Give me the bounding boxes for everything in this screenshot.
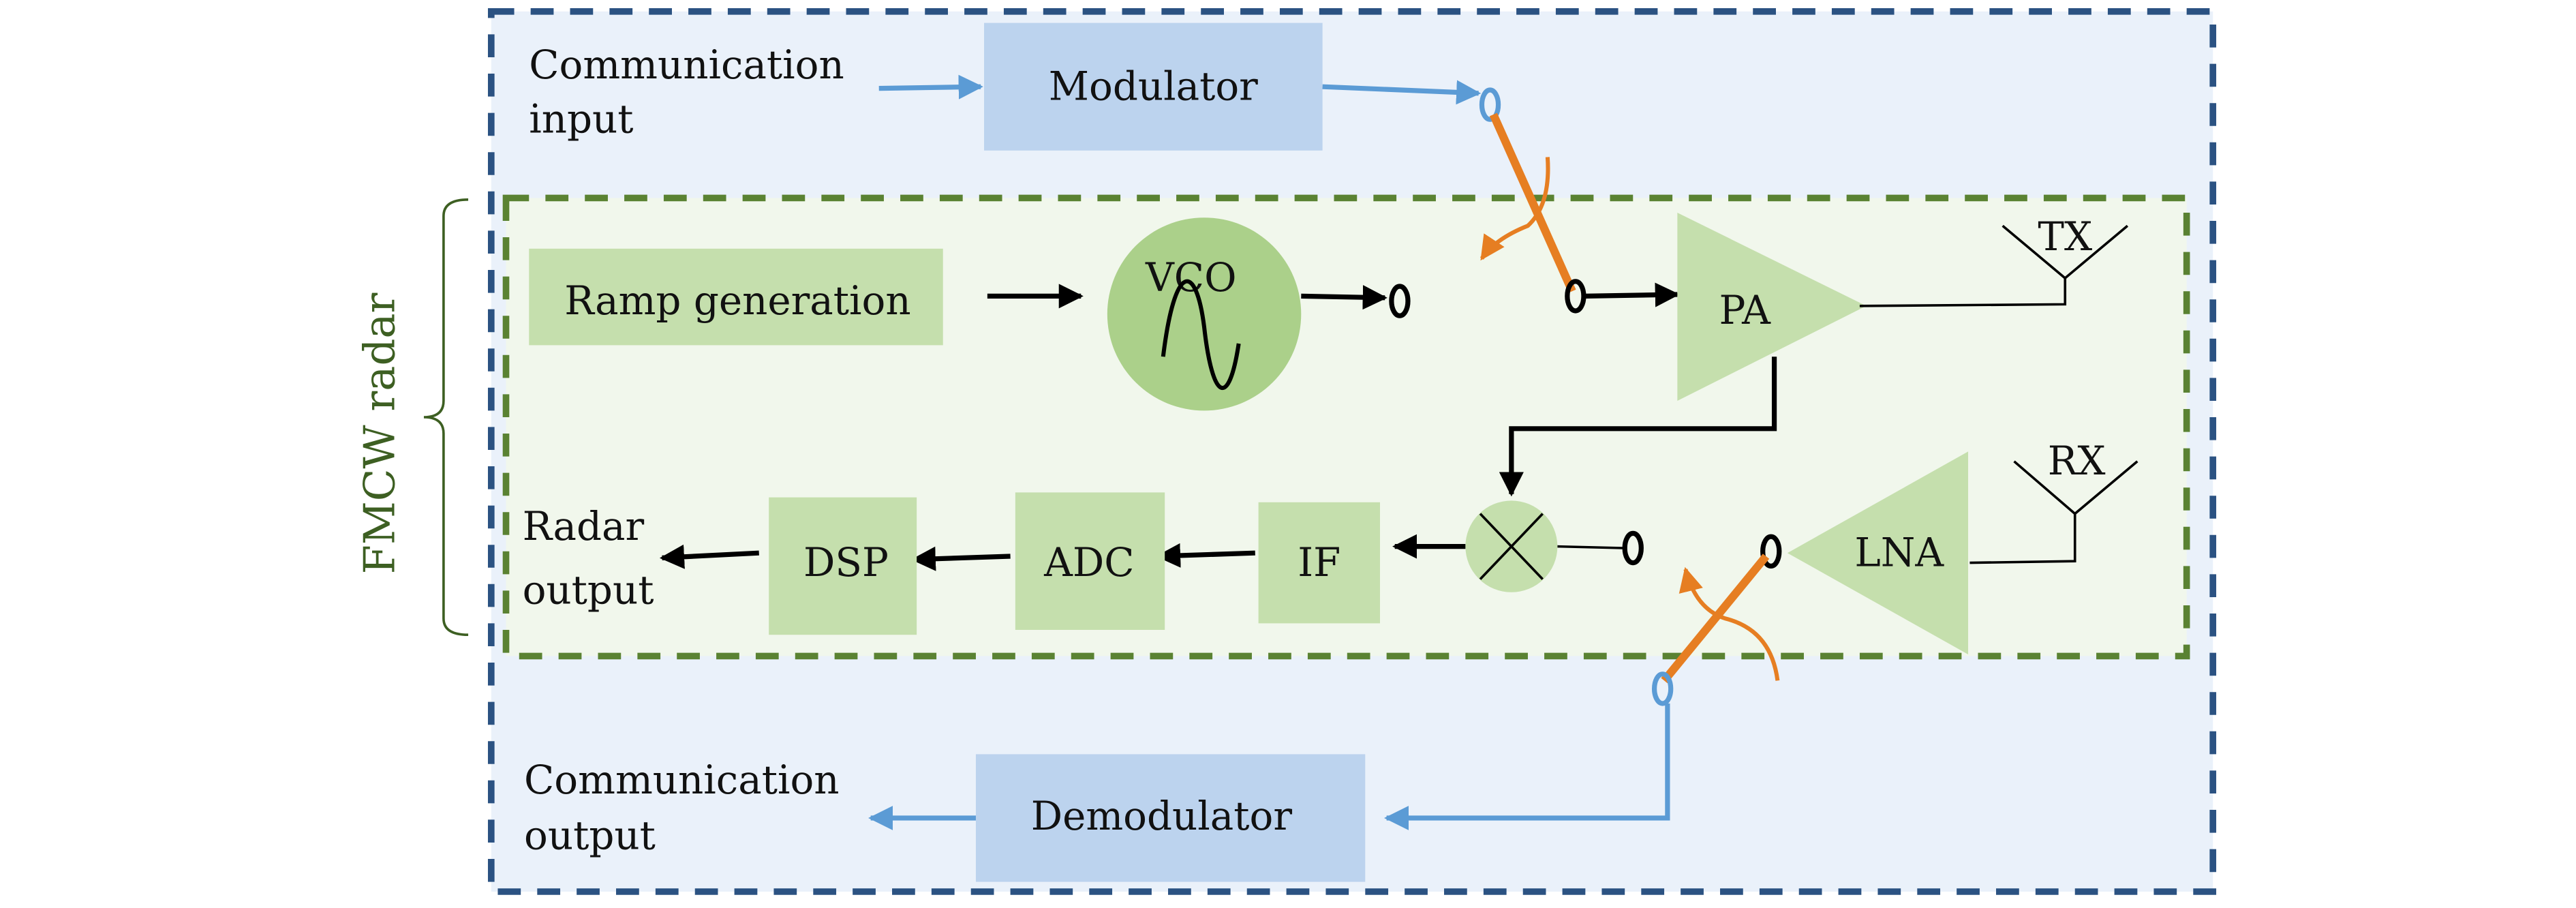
pa-input-arrow: [1585, 282, 1680, 307]
comm-output-label-2: output: [524, 813, 656, 859]
dsp-block: [769, 497, 917, 635]
rx-label: RX: [2048, 438, 2106, 484]
side-label: FMCW radar: [354, 293, 404, 575]
modulator-out-arrow: [1322, 80, 1482, 105]
tx-switch-direction-arrow: [1479, 157, 1550, 261]
pa-label: PA: [1719, 287, 1771, 333]
comm-output-label: Communication: [524, 757, 840, 803]
rx-switch-comm-contact: [1651, 671, 1674, 706]
vco-label: VCO: [1145, 254, 1236, 301]
modulator-block: [984, 22, 1323, 151]
comm-input-label: Communication: [529, 42, 844, 88]
tx-antenna-icon: [2002, 224, 2129, 280]
vco-switch-contact: [1389, 284, 1411, 318]
comm-input-label-2: input: [529, 96, 633, 142]
dsp-label: DSP: [803, 539, 889, 586]
if-label: IF: [1298, 539, 1340, 586]
radar-brace: [423, 198, 469, 636]
pa-block: [1677, 213, 1867, 401]
pa-input-contact: [1565, 279, 1586, 314]
lna-block: [1787, 451, 1969, 654]
tx-label: TX: [2038, 213, 2092, 260]
pa-to-mixer-line: [1499, 357, 1777, 497]
rx-switch-arm[interactable]: [1661, 554, 1770, 684]
adc-block: [1015, 492, 1165, 630]
adc-label: ADC: [1043, 539, 1134, 586]
radar-output-label: Radar: [523, 503, 645, 549]
modulator-label: Modulator: [1049, 63, 1258, 110]
tx-switch-arm[interactable]: [1489, 112, 1576, 293]
rx-to-lna-line: [1969, 513, 2076, 564]
lna-label: LNA: [1854, 530, 1944, 576]
contact-to-mixer-line: [1557, 545, 1623, 549]
rx-switch-direction-arrow: [1678, 566, 1780, 681]
vco-out-arrow: [1301, 285, 1387, 310]
radar-output-label-2: output: [523, 567, 654, 614]
if-to-adc-arrow: [1155, 543, 1255, 568]
tx-switch-comm-contact: [1479, 87, 1501, 122]
mixer-cross-icon-2: [1479, 513, 1544, 580]
if-block: [1258, 502, 1380, 624]
demodulator-block: [975, 754, 1366, 882]
mixer-input-contact: [1622, 530, 1644, 566]
demodulator-label: Demodulator: [1031, 793, 1293, 839]
sine-wave-icon: [1161, 279, 1241, 390]
pa-to-tx-line: [1859, 278, 2067, 307]
lna-output-contact: [1760, 534, 1782, 569]
ramp-generation-label: Ramp generation: [564, 277, 910, 324]
switch-to-demodulator-arrow: [1384, 703, 1670, 830]
dsp-to-output-arrow: [659, 544, 759, 569]
ramp-generation-block: [529, 248, 943, 346]
comm-input-arrow: [878, 74, 983, 100]
adc-to-dsp-arrow: [910, 546, 1011, 571]
